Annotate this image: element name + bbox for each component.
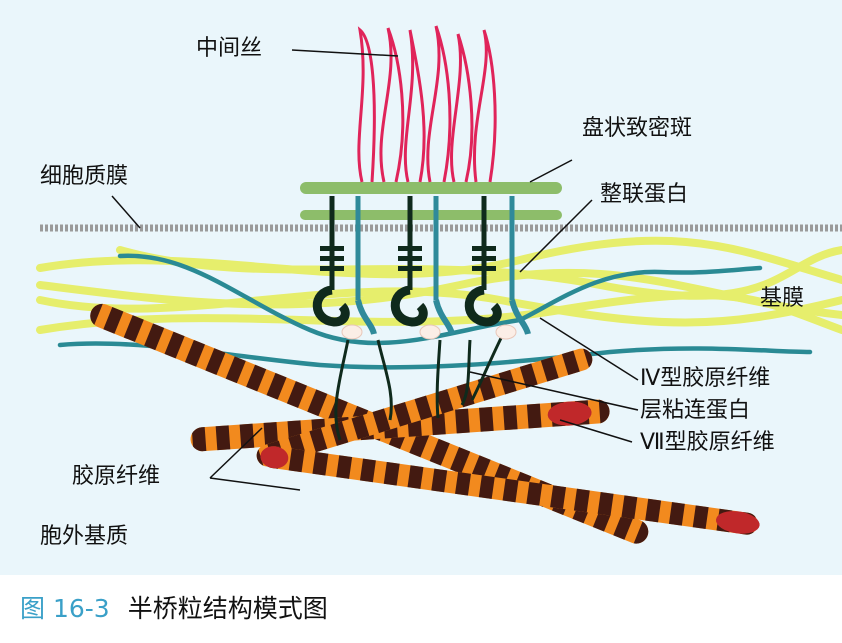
label-collagen-fiber: 胶原纤维	[72, 464, 161, 489]
figure-number: 图 16-3	[20, 594, 110, 623]
integrin-group-1	[312, 196, 377, 335]
label-basement-membrane: 基膜	[760, 286, 805, 311]
label-desmosome-plaque: 盘状致密斑	[582, 116, 693, 141]
integrin-group-3	[464, 196, 531, 335]
label-collagen-iv: Ⅳ型胶原纤维	[640, 366, 771, 391]
label-collagen-vii: Ⅶ型胶原纤维	[640, 430, 775, 455]
integrin-group-2	[390, 196, 455, 335]
leader-lines	[111, 49, 639, 491]
figure-title: 半桥粒结构模式图	[127, 594, 328, 623]
collagen-fibers	[90, 303, 760, 544]
label-laminin: 层粘连蛋白	[640, 398, 751, 423]
desmosome-plaque	[300, 182, 562, 220]
diagram-canvas: 中间丝 盘状致密斑 细胞质膜 整联蛋白 基膜 Ⅳ型胶原纤维 层粘连蛋白 Ⅶ型胶原…	[0, 0, 842, 575]
hemidesmosome-diagram	[36, 25, 842, 544]
figure-caption: 图 16-3 半桥粒结构模式图	[20, 596, 328, 621]
intermediate-filaments	[357, 25, 497, 183]
label-extracellular-matrix: 胞外基质	[40, 524, 129, 549]
label-integrin: 整联蛋白	[600, 182, 689, 207]
label-intermediate-filament: 中间丝	[196, 36, 263, 61]
laminin	[341, 324, 517, 340]
basement-membrane-fibers	[36, 236, 842, 334]
label-plasma-membrane: 细胞质膜	[40, 164, 129, 189]
